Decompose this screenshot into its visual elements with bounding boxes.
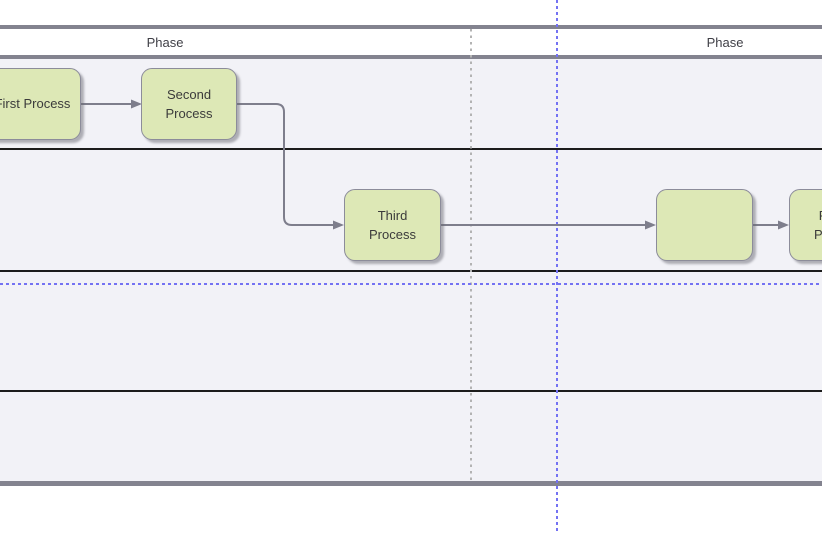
node-blank-process[interactable] [656,189,753,261]
lane-separator-1 [0,148,822,150]
phase-header-bottom-border [0,55,822,59]
lane-separator-2 [0,270,822,272]
node-second-process[interactable]: Second Process [141,68,237,140]
phase-header-band[interactable] [0,29,822,55]
node-first-process[interactable]: First Process [0,68,81,140]
node-third-process[interactable]: Third Process [344,189,441,261]
lane-separator-3 [0,390,822,392]
page-break-horizontal-line [0,283,822,285]
phase-header-label-2[interactable]: Phase [706,35,744,50]
phase-header-label-1[interactable]: Phase [146,35,184,50]
node-fourth-process[interactable]: Fourth Process [789,189,822,261]
phase-divider-dotted-line[interactable] [470,29,472,481]
pool-top-border [0,25,822,29]
pool-bottom-border [0,481,822,486]
page-break-vertical-line [556,0,558,534]
